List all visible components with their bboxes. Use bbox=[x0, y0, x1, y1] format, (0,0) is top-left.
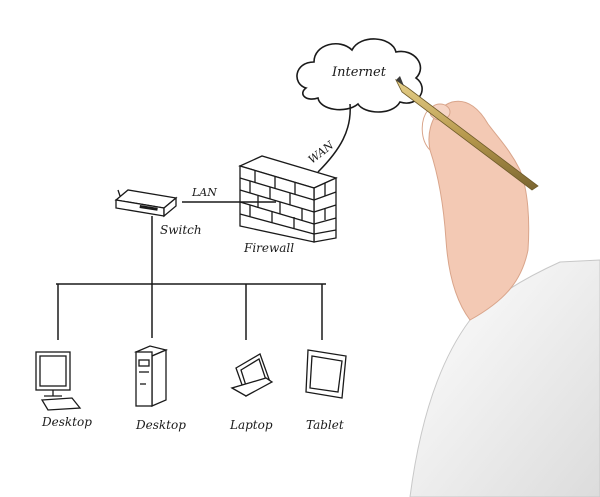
lan-label: LAN bbox=[191, 186, 217, 199]
laptop-label: Laptop bbox=[229, 418, 273, 432]
internet-label: Internet bbox=[331, 65, 387, 80]
desktop1-label: Desktop bbox=[41, 415, 92, 429]
wan-label: WAN bbox=[306, 138, 337, 166]
switch-label: Switch bbox=[160, 223, 202, 237]
desktop2-label: Desktop bbox=[135, 418, 186, 432]
tablet-label: Tablet bbox=[306, 418, 344, 432]
hand-icon bbox=[409, 100, 600, 497]
desktop-tower-icon bbox=[133, 345, 169, 407]
desktop-monitor-icon bbox=[35, 351, 82, 411]
firewall-label: Firewall bbox=[243, 241, 294, 255]
tablet-icon bbox=[305, 349, 347, 399]
wan-link bbox=[317, 103, 351, 173]
firewall-icon bbox=[238, 155, 338, 243]
cloud-icon bbox=[296, 38, 423, 113]
laptop-icon bbox=[230, 353, 274, 397]
switch-icon bbox=[114, 189, 178, 218]
pen-icon bbox=[394, 76, 539, 191]
distribution-lines bbox=[56, 216, 326, 340]
